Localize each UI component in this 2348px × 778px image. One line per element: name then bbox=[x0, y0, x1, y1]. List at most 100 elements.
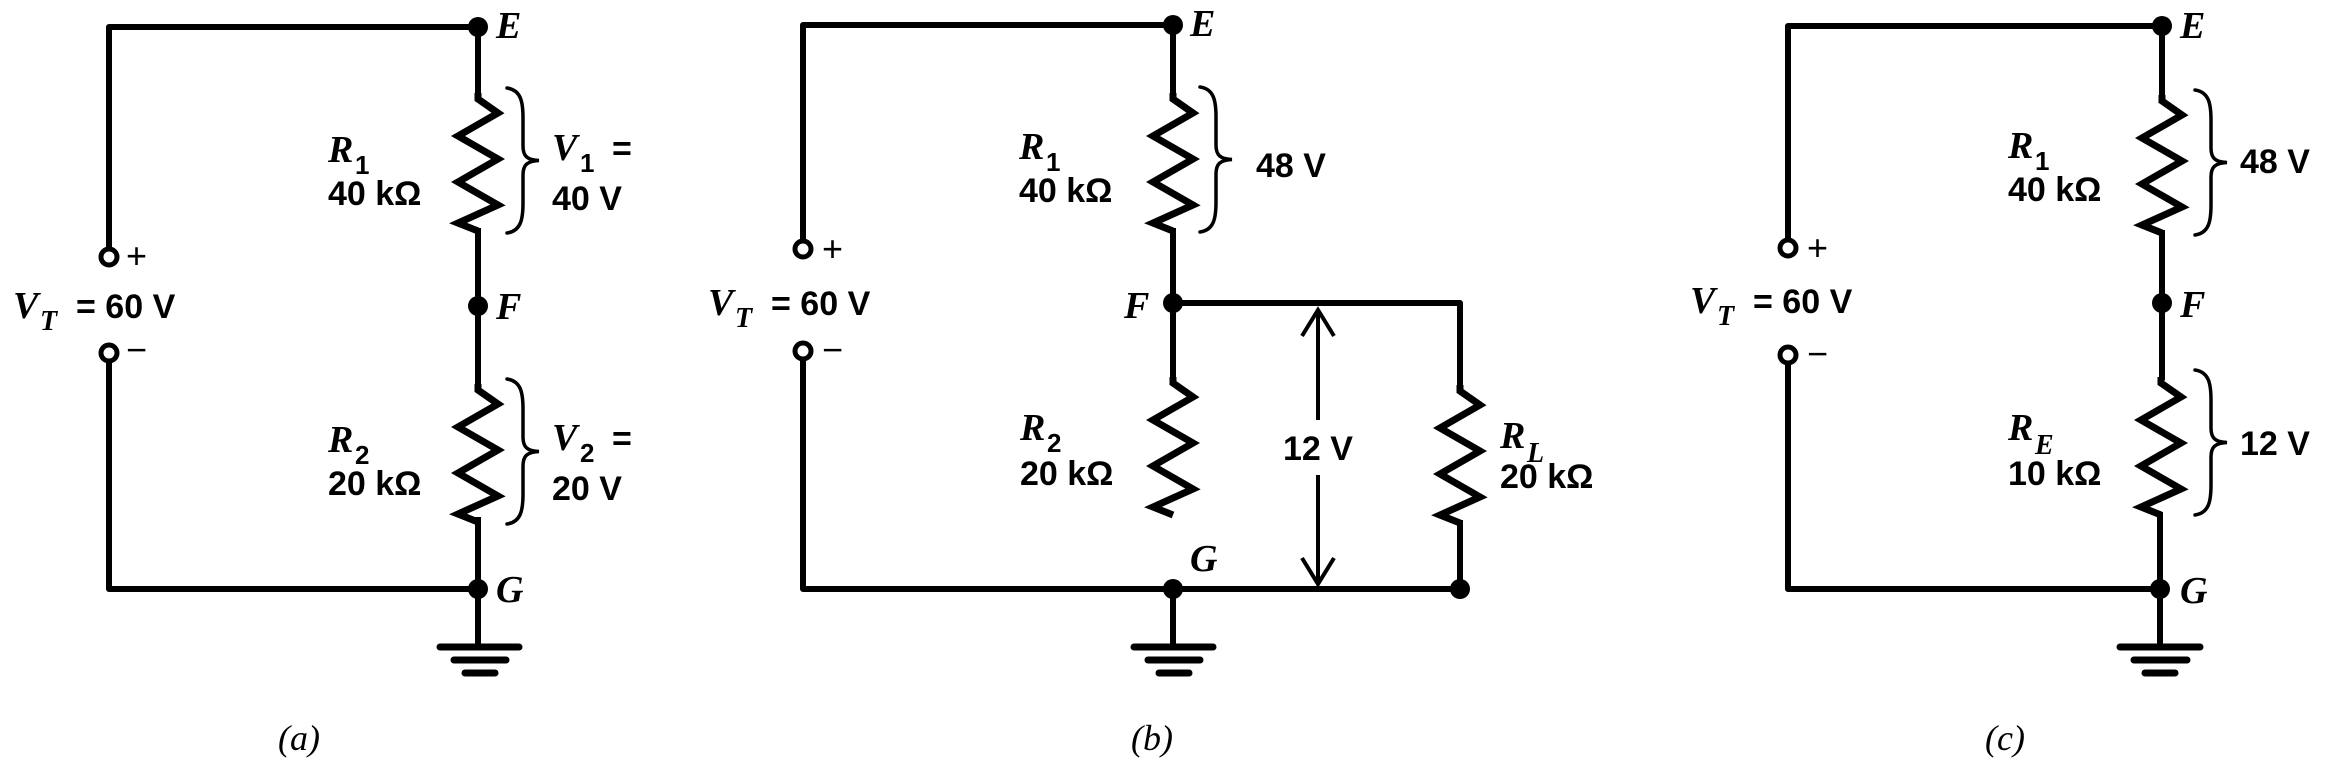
rl-subscript: L bbox=[1526, 438, 1544, 469]
r1-value: 40 kΩ bbox=[2008, 171, 2101, 209]
node-g bbox=[2150, 579, 2170, 599]
source-label: V T = 60 V bbox=[13, 285, 176, 337]
r1-label: R 1 40 kΩ bbox=[2007, 125, 2101, 209]
r1-subscript: 1 bbox=[355, 150, 369, 180]
r1-voltage: 48 V bbox=[1256, 147, 1326, 185]
node-e bbox=[2152, 16, 2172, 36]
arrow-down-icon bbox=[1300, 556, 1336, 588]
source-value: = 60 V bbox=[1753, 283, 1853, 321]
node-load bbox=[1450, 579, 1470, 599]
resistor-r2 bbox=[458, 384, 498, 522]
rl-symbol: R bbox=[1499, 415, 1525, 457]
panel-b: E F G + − V T = 60 V R 1 40 kΩ 48 V R 2 … bbox=[708, 3, 1593, 758]
v2-subscript: 2 bbox=[580, 438, 594, 468]
r1-voltage: 48 V bbox=[2240, 143, 2310, 181]
node-e bbox=[468, 17, 488, 37]
r1-symbol: R bbox=[2007, 125, 2033, 167]
terminal-minus bbox=[792, 340, 814, 362]
r2-subscript: 2 bbox=[1047, 428, 1061, 458]
brace-r1 bbox=[2193, 88, 2229, 237]
resistor-rl bbox=[1440, 385, 1480, 523]
wire-top bbox=[106, 24, 481, 256]
brace-v1 bbox=[505, 86, 541, 235]
label-node-g: G bbox=[1190, 538, 1218, 580]
r1-value: 40 kΩ bbox=[328, 175, 421, 213]
caption-c: (c) bbox=[1985, 718, 2025, 758]
r1-label: R 1 40 kΩ bbox=[1018, 126, 1112, 210]
node-f bbox=[2152, 293, 2172, 313]
r2-symbol: R bbox=[1019, 407, 1045, 449]
caption-b: (b) bbox=[1131, 718, 1173, 758]
r2-value: 20 kΩ bbox=[1020, 455, 1113, 493]
re-voltage: 12 V bbox=[2240, 425, 2310, 463]
resistor-r2 bbox=[1153, 377, 1193, 515]
re-value: 10 kΩ bbox=[2008, 455, 2101, 493]
rl-label: R L 20 kΩ bbox=[1499, 415, 1593, 496]
node-e bbox=[1163, 15, 1183, 35]
source-subscript: T bbox=[735, 303, 754, 334]
source-subscript: T bbox=[40, 306, 59, 337]
source-symbol: V bbox=[1690, 280, 1718, 322]
wire-load-top bbox=[1170, 300, 1463, 388]
node-f bbox=[1163, 293, 1183, 313]
parallel-voltage: 12 V bbox=[1283, 430, 1353, 468]
plus-sign: + bbox=[822, 228, 843, 269]
r1-value: 40 kΩ bbox=[1019, 172, 1112, 210]
wire-top bbox=[1785, 23, 2165, 247]
resistor-re bbox=[2141, 377, 2181, 515]
v2-label: V 2 = 20 V bbox=[552, 417, 632, 508]
source-symbol: V bbox=[13, 285, 41, 327]
r2-subscript: 2 bbox=[355, 440, 369, 470]
brace-r1 bbox=[1198, 85, 1234, 234]
label-node-e: E bbox=[2179, 5, 2205, 47]
v1-eq: = bbox=[612, 130, 632, 168]
label-node-g: G bbox=[2180, 570, 2208, 612]
v1-subscript: 1 bbox=[580, 148, 594, 178]
minus-sign: − bbox=[1807, 333, 1828, 374]
minus-sign: − bbox=[822, 329, 843, 370]
node-f bbox=[468, 296, 488, 316]
r2-label: R 2 20 kΩ bbox=[327, 419, 421, 503]
node-g bbox=[1163, 579, 1183, 599]
re-label: R E 10 kΩ bbox=[2007, 407, 2101, 493]
r1-symbol: R bbox=[1018, 126, 1044, 168]
v2-value: 20 V bbox=[552, 470, 622, 508]
terminal-minus bbox=[98, 342, 120, 364]
r2-value: 20 kΩ bbox=[328, 465, 421, 503]
source-subscript: T bbox=[1717, 301, 1736, 332]
v1-label: V 1 = 40 V bbox=[552, 127, 632, 218]
rl-value: 20 kΩ bbox=[1500, 458, 1593, 496]
v2-symbol: V bbox=[552, 417, 580, 459]
terminal-plus bbox=[792, 238, 814, 260]
plus-sign: + bbox=[1807, 227, 1828, 268]
v1-symbol: V bbox=[552, 127, 580, 169]
source-value: = 60 V bbox=[76, 288, 176, 326]
re-symbol: R bbox=[2007, 407, 2033, 449]
terminal-minus bbox=[1777, 344, 1799, 366]
r2-symbol: R bbox=[327, 419, 353, 461]
minus-sign: − bbox=[126, 329, 147, 370]
resistor-r1 bbox=[458, 93, 498, 231]
label-node-f: F bbox=[1123, 285, 1149, 327]
arrow-up-icon bbox=[1300, 306, 1336, 338]
source-label: V T = 60 V bbox=[1690, 280, 1853, 332]
label-node-g: G bbox=[496, 569, 524, 611]
brace-re bbox=[2193, 368, 2229, 517]
plus-sign: + bbox=[126, 235, 147, 276]
wire-bottom bbox=[106, 354, 481, 592]
source-label: V T = 60 V bbox=[708, 282, 871, 334]
wire-bottom bbox=[1785, 356, 2163, 592]
label-node-e: E bbox=[495, 5, 521, 47]
r1-subscript: 1 bbox=[2035, 146, 2049, 176]
v1-value: 40 V bbox=[552, 180, 622, 218]
panel-a: E F G + − V T = 60 V R 1 40 kΩ V 1 = 40 … bbox=[13, 5, 632, 758]
terminal-plus bbox=[1777, 237, 1799, 259]
r2-label: R 2 20 kΩ bbox=[1019, 407, 1113, 493]
label-node-e: E bbox=[1189, 3, 1215, 45]
source-symbol: V bbox=[708, 282, 736, 324]
r1-symbol: R bbox=[327, 129, 353, 171]
panel-c: E F G + − V T = 60 V R 1 40 kΩ 48 V R E … bbox=[1690, 5, 2310, 758]
wire-bottom bbox=[800, 352, 1463, 592]
node-g bbox=[468, 579, 488, 599]
